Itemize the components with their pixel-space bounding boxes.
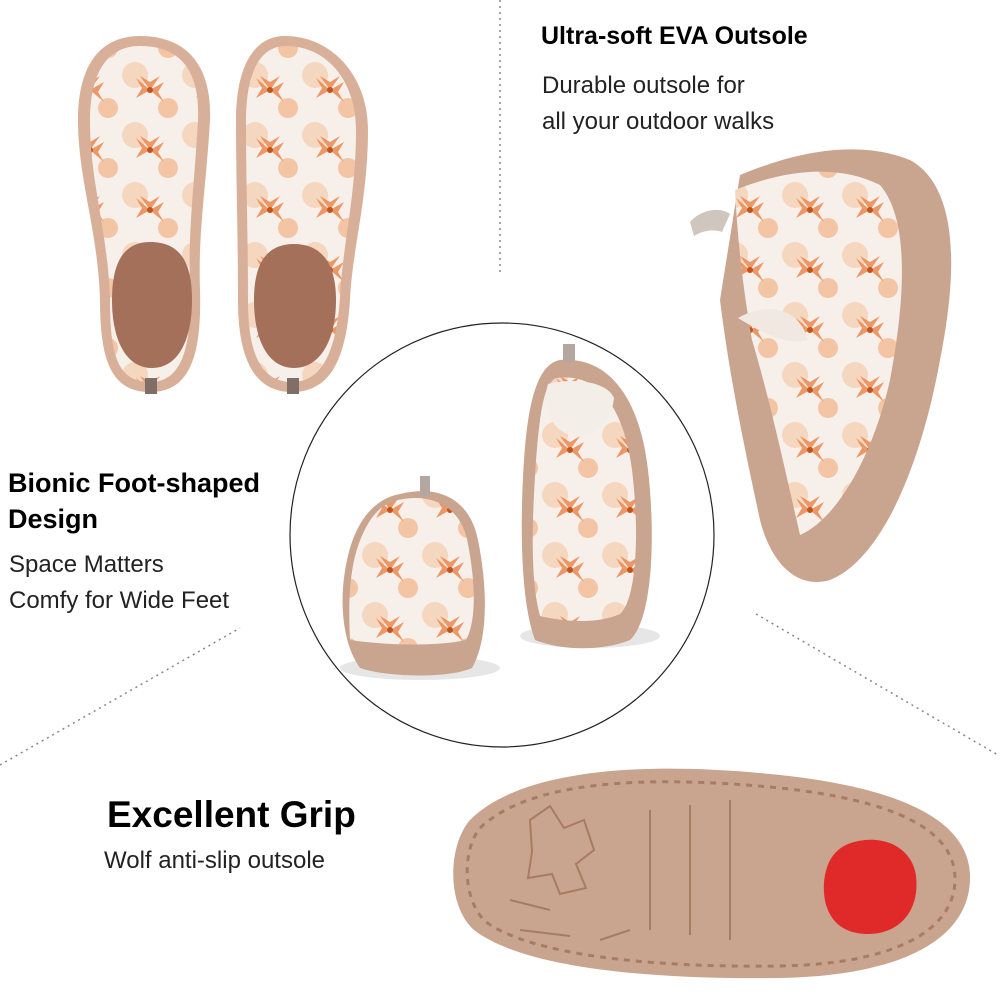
design-feature-line-2: Comfy for Wide Feet	[9, 587, 230, 614]
outsole-feature-title: Ultra-soft EVA Outsole	[541, 22, 808, 50]
design-feature-line-1: Space Matters	[9, 551, 164, 578]
dotted-dividers	[0, 0, 999, 766]
outsole-feature-line-1: Durable outsole for	[542, 72, 745, 99]
design-feature-title-line-2: Design	[8, 504, 99, 534]
grip-feature-subtitle: Wolf anti-slip outsole	[104, 847, 325, 874]
grip-feature-title: Excellent Grip	[107, 794, 356, 835]
shoe-pair-circle	[289, 322, 715, 748]
insole-pair-illustration	[78, 36, 368, 394]
outsole-illustration	[453, 768, 971, 979]
side-shoe-illustration	[690, 149, 952, 582]
design-feature-title-line-1: Bionic Foot-shaped	[8, 468, 260, 498]
outsole-feature-line-2: all your outdoor walks	[542, 108, 775, 135]
